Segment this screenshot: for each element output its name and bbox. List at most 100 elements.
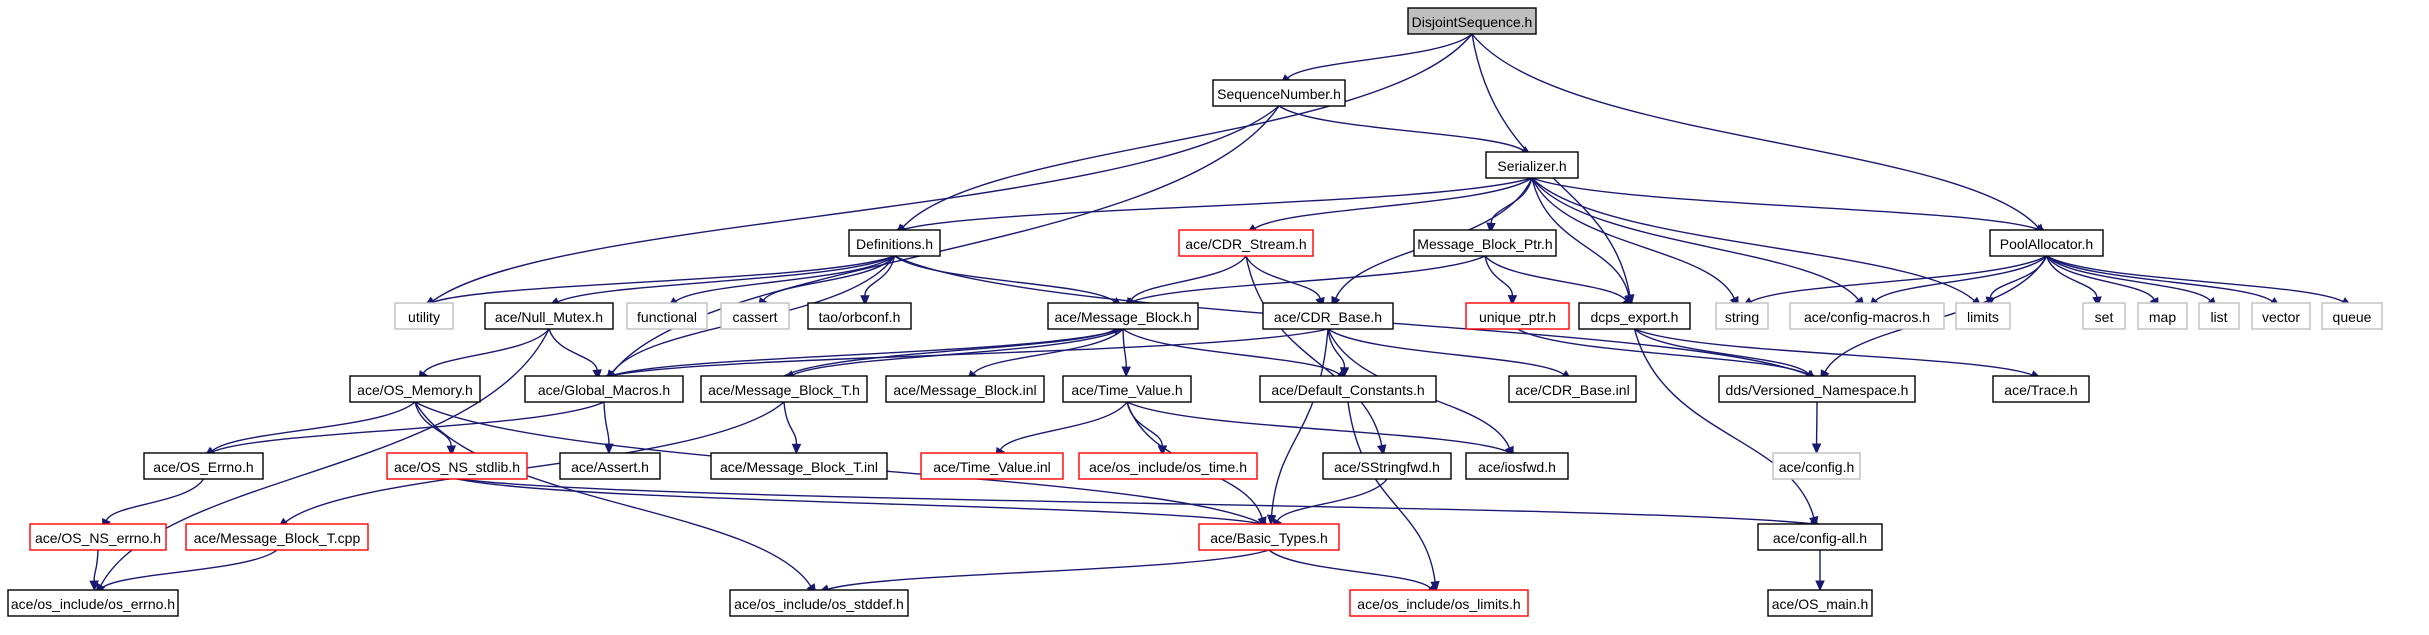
- edge-CDR_Base-to-Default_Constants: [1327, 328, 1350, 378]
- node-label: ace/Basic_Types.h: [1210, 530, 1328, 546]
- edge-arrowhead: [1339, 367, 1350, 378]
- edge-Message_Block_T-to-Message_Block_T_cpp: [277, 401, 785, 529]
- node-definitions[interactable]: Definitions.h: [848, 229, 941, 257]
- node-box: [1198, 523, 1340, 551]
- node-orbconf[interactable]: tao/orbconf.h: [807, 302, 912, 330]
- node-label: dcps_export.h: [1591, 309, 1679, 325]
- node-box: [848, 229, 941, 257]
- edge-line: [1245, 255, 1383, 446]
- node-vector: vector: [2251, 302, 2311, 330]
- node-cdr-base[interactable]: ace/CDR_Base.h: [1262, 302, 1394, 330]
- node-message-block-t-cpp[interactable]: ace/Message_Block_T.cpp: [185, 523, 369, 551]
- node-box: [1259, 375, 1437, 403]
- node-versioned-namespace[interactable]: dds/Versioned_Namespace.h: [1718, 375, 1916, 403]
- node-disjointsequence[interactable]: DisjointSequence.h: [1407, 7, 1537, 35]
- node-box: [700, 375, 868, 403]
- edge-arrowhead: [1486, 222, 1496, 234]
- node-label: queue: [2333, 309, 2372, 325]
- edge-line: [105, 478, 205, 521]
- node-label: ace/Time_Value.inl: [933, 459, 1051, 475]
- node-label: ace/os_include/os_limits.h: [1357, 596, 1520, 612]
- node-cdr-base-inl[interactable]: ace/CDR_Base.inl: [1508, 375, 1637, 403]
- node-os-ns-stdlib[interactable]: ace/OS_NS_stdlib.h: [386, 452, 528, 480]
- edge-Time_Value-to-os_time: [1126, 401, 1168, 457]
- node-box: [143, 452, 264, 480]
- node-config-all[interactable]: ace/config-all.h: [1757, 523, 1883, 551]
- node-os-main[interactable]: ace/OS_main.h: [1767, 589, 1873, 617]
- node-box: [1262, 302, 1394, 330]
- edge-OS_NS_stdlib-to-config_all: [456, 478, 1822, 529]
- node-os-errno[interactable]: ace/OS_Errno.h: [143, 452, 264, 480]
- node-box: [559, 452, 661, 480]
- node-trace[interactable]: ace/Trace.h: [1992, 375, 2090, 403]
- node-os-memory[interactable]: ace/OS_Memory.h: [349, 375, 481, 403]
- node-os-time[interactable]: ace/os_include/os_time.h: [1078, 452, 1258, 480]
- node-unique-ptr[interactable]: unique_ptr.h: [1465, 302, 1570, 330]
- node-box: [1062, 375, 1192, 403]
- node-box: [1992, 375, 2090, 403]
- node-os-stddef[interactable]: ace/os_include/os_stddef.h: [729, 589, 909, 617]
- node-poolallocator[interactable]: PoolAllocator.h: [1989, 229, 2104, 257]
- node-map: map: [2137, 302, 2188, 330]
- node-functional: functional: [626, 302, 708, 330]
- node-serializer[interactable]: Serializer.h: [1485, 151, 1579, 179]
- node-box: [1349, 589, 1529, 617]
- node-null-mutex[interactable]: ace/Null_Mutex.h: [484, 302, 614, 330]
- node-label: ace/Assert.h: [571, 459, 649, 475]
- node-time-value-inl[interactable]: ace/Time_Value.inl: [920, 452, 1064, 480]
- edge-Default_Constants-to-os_limits: [1347, 401, 1440, 593]
- node-label: ace/Message_Block_T.cpp: [194, 530, 361, 546]
- node-label: ace/Global_Macros.h: [538, 382, 670, 398]
- node-label: Definitions.h: [856, 236, 933, 252]
- node-os-limits[interactable]: ace/os_include/os_limits.h: [1349, 589, 1529, 617]
- edge-config_all-to-OS_main: [1815, 549, 1825, 592]
- edge-line: [2046, 255, 2273, 302]
- node-box: [1715, 302, 1769, 330]
- edge-CDR_Base-to-CDR_Base_inl: [1327, 328, 1572, 381]
- edge-line: [1327, 328, 1565, 375]
- node-message-block-inl[interactable]: ace/Message_Block.inl: [885, 375, 1045, 403]
- node-cdr-stream[interactable]: ace/CDR_Stream.h: [1178, 229, 1314, 257]
- edge-line: [783, 329, 1115, 377]
- node-box: [1485, 151, 1579, 179]
- node-message-block[interactable]: ace/Message_Block.h: [1047, 302, 1199, 330]
- edge-arrowhead: [1121, 366, 1131, 378]
- edge-line: [212, 401, 605, 453]
- edge-line: [1276, 478, 1388, 522]
- edge-line: [1130, 255, 1247, 301]
- node-label: ace/Message_Block.inl: [893, 382, 1036, 398]
- node-dcps-export[interactable]: dcps_export.h: [1578, 302, 1691, 330]
- node-global-macros[interactable]: ace/Global_Macros.h: [524, 375, 684, 403]
- edge-Message_Block_Ptr-to-Message_Block: [1122, 255, 1486, 306]
- node-config-macros: ace/config-macros.h: [1789, 302, 1945, 330]
- node-box: [1789, 302, 1945, 330]
- node-sstringfwd[interactable]: ace/SStringfwd.h: [1322, 452, 1452, 480]
- edge-arrowhead: [1811, 443, 1822, 455]
- edge-PoolAllocator-to-set: [2045, 255, 2102, 308]
- node-default-constants[interactable]: ace/Default_Constants.h: [1259, 375, 1437, 403]
- node-iosfwd[interactable]: ace/iosfwd.h: [1465, 452, 1569, 480]
- node-box: [807, 302, 912, 330]
- edge-OS_Errno-to-OS_NS_errno: [102, 478, 205, 530]
- node-box: [1407, 7, 1537, 35]
- edge-Serializer-to-Message_Block_Ptr: [1486, 177, 1533, 234]
- node-message-block-ptr[interactable]: Message_Block_Ptr.h: [1413, 229, 1557, 257]
- node-time-value[interactable]: ace/Time_Value.h: [1062, 375, 1192, 403]
- node-message-block-t-inl[interactable]: ace/Message_Block_T.inl: [710, 452, 888, 480]
- node-message-block-t[interactable]: ace/Message_Block_T.h: [700, 375, 868, 403]
- node-string: string: [1715, 302, 1769, 330]
- node-os-ns-errno[interactable]: ace/OS_NS_errno.h: [29, 523, 167, 551]
- edge-line: [1245, 255, 1321, 299]
- edge-Versioned_Namespace-to-config: [1811, 401, 1822, 455]
- node-label: ace/os_include/os_time.h: [1089, 459, 1247, 475]
- node-assert[interactable]: ace/Assert.h: [559, 452, 661, 480]
- edge-line: [414, 401, 812, 587]
- edge-Message_Block_T-to-Message_Block: [783, 325, 1124, 377]
- edge-CDR_Stream-to-Message_Block: [1126, 255, 1247, 309]
- node-sequencenumber[interactable]: SequenceNumber.h: [1212, 79, 1346, 107]
- node-box: [524, 375, 684, 403]
- edge-Message_Block-to-Time_Value: [1121, 328, 1131, 378]
- node-os-errno[interactable]: ace/os_include/os_errno.h: [7, 589, 179, 617]
- edge-SequenceNumber-to-Global_Macros: [606, 105, 1280, 381]
- node-basic-types[interactable]: ace/Basic_Types.h: [1198, 523, 1340, 551]
